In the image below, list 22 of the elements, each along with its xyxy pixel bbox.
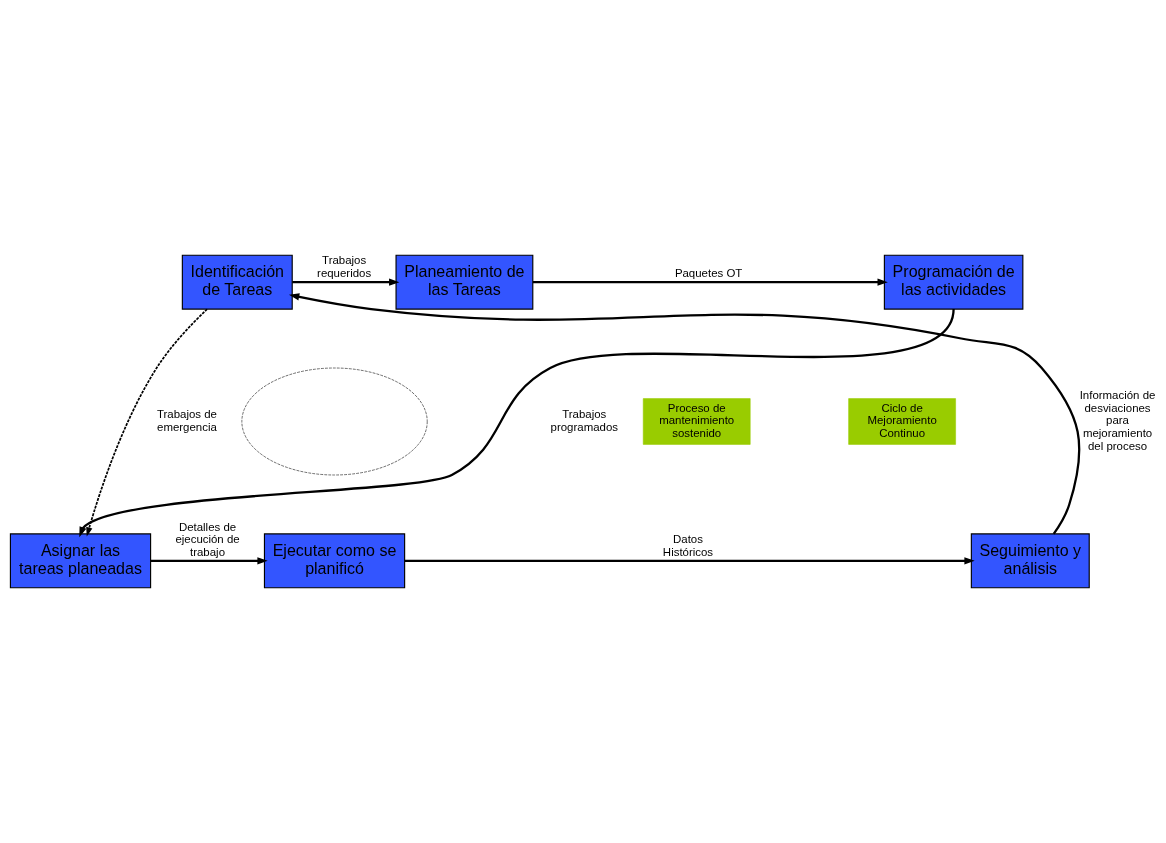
- node-box: Ciclo de Mejoramiento Continuo: [848, 398, 956, 445]
- arrow: [86, 308, 208, 537]
- node-box: Ejecutar como se planificó: [263, 533, 406, 589]
- edge-label: Trabajos requeridos: [317, 254, 372, 280]
- node-box: Asignar las tareas planeadas: [9, 533, 152, 589]
- arrow: [292, 278, 400, 286]
- node-box: Identificación de Tareas: [181, 254, 293, 310]
- arrow: [288, 293, 1081, 535]
- edge-label: Trabajos de emergencia: [156, 408, 217, 433]
- arrow: [404, 557, 975, 565]
- node-ellipse: [241, 367, 428, 476]
- node-box: Programación de las actividades: [883, 254, 1024, 310]
- node-box: Seguimiento y análisis: [970, 533, 1090, 589]
- node-box: Planeamiento de las Tareas: [395, 254, 534, 310]
- arrow: [532, 278, 888, 286]
- arrow: [150, 557, 268, 565]
- edge-label: Datos Históricos: [662, 533, 714, 558]
- edge-label: Detalles de ejecución de trabajo: [175, 520, 240, 558]
- edge-label: Información de desviaciones para mejoramiento del proceso: [1079, 389, 1156, 452]
- node-box: Proceso de mantenimiento sostenido: [642, 398, 751, 445]
- edge-label: Paquetes OT: [674, 267, 743, 280]
- edge-label: Trabajos programados: [550, 408, 618, 433]
